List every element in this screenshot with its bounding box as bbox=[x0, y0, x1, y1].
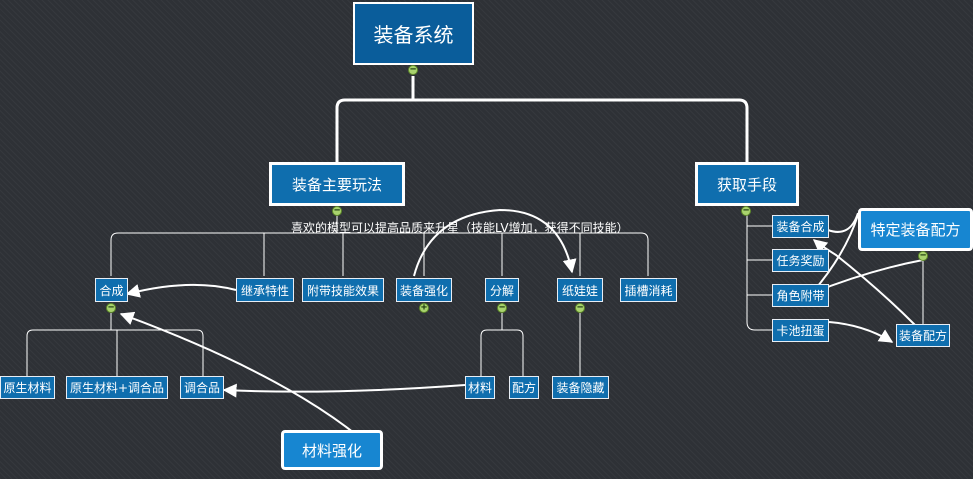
collapse-toggle-special-recipe[interactable]: − bbox=[918, 250, 928, 261]
quest-reward-node[interactable]: 任务奖励 bbox=[772, 249, 829, 272]
collapse-toggle-acquire[interactable]: − bbox=[741, 205, 751, 216]
acquire-branch-node[interactable]: 获取手段 bbox=[695, 162, 799, 206]
enhance-node[interactable]: 装备强化 bbox=[396, 278, 452, 302]
recipe-node[interactable]: 配方 bbox=[509, 376, 539, 399]
expand-toggle-enhance[interactable]: + bbox=[419, 302, 429, 313]
gameplay-branch-node[interactable]: 装备主要玩法 bbox=[269, 162, 405, 206]
gameplay-note: 喜欢的模型可以提高品质来升星（技能LV增加，获得不同技能） bbox=[291, 221, 629, 235]
compose-node[interactable]: 合成 bbox=[95, 278, 128, 302]
collapse-toggle-decompose[interactable]: − bbox=[497, 302, 507, 313]
collapse-toggle-root[interactable]: − bbox=[408, 64, 418, 75]
gacha-node[interactable]: 卡池扭蛋 bbox=[772, 319, 829, 342]
character-attached-node[interactable]: 角色附带 bbox=[772, 284, 829, 307]
material-enhance-node[interactable]: 材料强化 bbox=[281, 430, 383, 470]
doll-node[interactable]: 纸娃娃 bbox=[557, 278, 603, 302]
equipment-recipe-node[interactable]: 装备配方 bbox=[896, 324, 950, 347]
material-node[interactable]: 材料 bbox=[465, 376, 495, 399]
craft-node[interactable]: 装备合成 bbox=[772, 215, 829, 238]
blend-node[interactable]: 调合品 bbox=[180, 376, 224, 399]
equipment-hide-node[interactable]: 装备隐藏 bbox=[552, 376, 609, 399]
collapse-toggle-doll[interactable]: − bbox=[575, 302, 585, 313]
collapse-toggle-gameplay[interactable]: − bbox=[332, 205, 342, 216]
inherit-node[interactable]: 继承特性 bbox=[236, 278, 294, 302]
special-recipe-node[interactable]: 特定装备配方 bbox=[858, 208, 973, 251]
raw-plus-blend-node[interactable]: 原生材料+调合品 bbox=[66, 376, 168, 399]
decompose-node[interactable]: 分解 bbox=[485, 278, 519, 302]
slot-cost-node[interactable]: 插槽消耗 bbox=[620, 278, 677, 302]
root-node[interactable]: 装备系统 bbox=[353, 2, 474, 65]
attached-skill-node[interactable]: 附带技能效果 bbox=[302, 278, 384, 302]
collapse-toggle-compose[interactable]: − bbox=[106, 302, 116, 313]
raw-material-node[interactable]: 原生材料 bbox=[0, 376, 55, 399]
